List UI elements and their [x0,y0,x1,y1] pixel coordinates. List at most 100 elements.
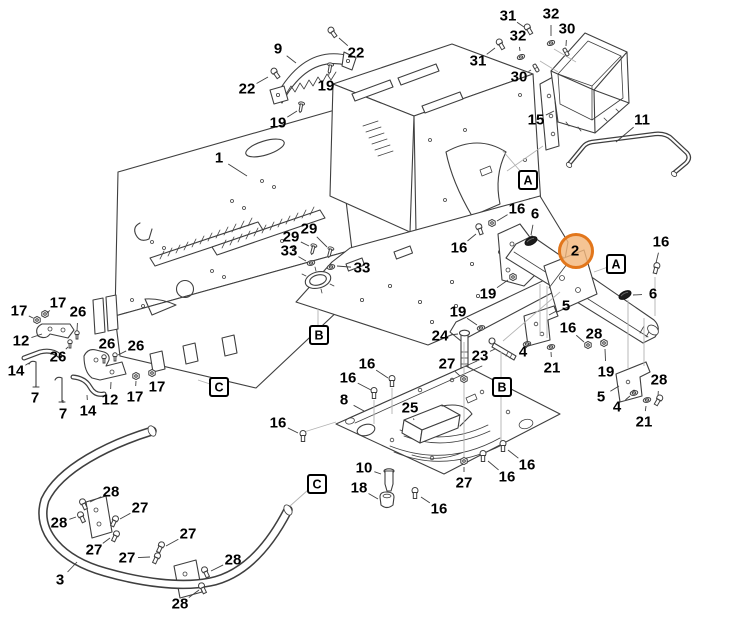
part-label-5[interactable]: 5 [562,298,570,315]
part-label-16[interactable]: 16 [509,201,526,218]
part-label-19[interactable]: 19 [270,115,287,132]
part-label-12[interactable]: 12 [102,392,119,409]
part-label-27[interactable]: 27 [456,475,473,492]
part-label-17[interactable]: 17 [149,379,166,396]
part-label-19[interactable]: 19 [318,78,335,95]
part-label-27[interactable]: 27 [86,542,103,559]
part-label-21[interactable]: 21 [544,360,561,377]
part-label-22[interactable]: 22 [348,45,365,62]
part-label-32[interactable]: 32 [510,28,527,45]
part-label-12[interactable]: 12 [13,333,30,350]
part-label-29[interactable]: 29 [301,221,318,238]
part-label-11[interactable]: 11 [634,112,650,129]
part-label-28[interactable]: 28 [51,515,68,532]
part-label-16[interactable]: 16 [359,356,376,373]
part-label-22[interactable]: 22 [239,81,256,98]
bolt-icon [299,430,307,442]
svg-text:C: C [312,478,321,492]
part-label-16[interactable]: 16 [270,415,287,432]
view-marker-A: A [518,170,538,190]
washer-icon [629,390,639,396]
leader-line [25,362,30,366]
part-label-4[interactable]: 4 [613,399,622,416]
part-label-4[interactable]: 4 [519,344,528,361]
nut-icon [600,338,608,348]
screw-icon [327,246,335,259]
part-label-16[interactable]: 16 [451,240,468,257]
part-label-14[interactable]: 14 [80,403,97,420]
leader-line [466,317,478,326]
part-label-26[interactable]: 26 [128,338,145,355]
bolt-icon [327,26,338,39]
part-label-31[interactable]: 31 [470,53,487,70]
part-label-33[interactable]: 33 [354,260,371,277]
grommet-icon [618,290,632,300]
part-label-19[interactable]: 19 [480,286,497,303]
part-label-33[interactable]: 33 [281,243,298,260]
leader-line [604,348,606,362]
part-label-21[interactable]: 21 [636,414,653,431]
part-label-6[interactable]: 6 [649,286,657,303]
rivet-icon [112,352,118,362]
part-label-16[interactable]: 16 [560,320,577,337]
grommet-icon [524,236,538,246]
part-label-28[interactable]: 28 [586,326,603,343]
part-label-16[interactable]: 16 [519,457,536,474]
part-label-16[interactable]: 16 [340,370,357,387]
part-label-30[interactable]: 30 [559,21,576,38]
part-label-28[interactable]: 28 [225,552,242,569]
part-label-16[interactable]: 16 [431,501,448,518]
bolt-icon [79,498,89,511]
bolt-icon [411,487,419,499]
part-label-16[interactable]: 16 [653,234,670,251]
part-label-17[interactable]: 17 [11,303,28,320]
part-label-3[interactable]: 3 [56,572,64,589]
part-label-5[interactable]: 5 [597,389,605,406]
part-label-19[interactable]: 19 [598,364,615,381]
part-label-24[interactable]: 24 [432,328,449,345]
part-label-19[interactable]: 19 [450,304,467,321]
part-label-7[interactable]: 7 [31,390,39,407]
leader-line [298,256,307,262]
part-label-18[interactable]: 18 [351,480,368,497]
part-label-27[interactable]: 27 [439,356,456,373]
bolt-icon [151,552,161,565]
part-label-32[interactable]: 32 [543,6,560,23]
part-label-28[interactable]: 28 [651,372,668,389]
part-label-1[interactable]: 1 [215,150,223,167]
part-label-28[interactable]: 28 [172,596,189,613]
part-label-17[interactable]: 17 [50,295,67,312]
washer-icon [306,260,316,266]
part-label-26[interactable]: 26 [70,304,87,321]
part-label-10[interactable]: 10 [356,460,373,477]
svg-text:A: A [523,174,532,188]
leader-line [89,496,102,503]
part-label-6[interactable]: 6 [531,206,539,223]
leader-line [625,395,631,401]
stud-icon [532,63,540,73]
left-brackets-drawing [21,323,127,403]
part-label-30[interactable]: 30 [511,69,528,86]
washer-icon [546,39,556,47]
part-label-2[interactable]: 2 [571,243,579,260]
washer-icon [546,344,556,350]
part-label-25[interactable]: 25 [402,400,419,417]
part-label-8[interactable]: 8 [340,392,348,409]
part-label-26[interactable]: 26 [50,349,67,366]
leader-line [548,310,557,316]
part-label-26[interactable]: 26 [99,336,116,353]
part-label-14[interactable]: 14 [8,363,25,380]
selected-part-highlight[interactable] [558,233,594,269]
part-label-27[interactable]: 27 [119,550,136,567]
part-label-23[interactable]: 23 [472,348,489,365]
part-label-28[interactable]: 28 [103,484,120,501]
part-label-27[interactable]: 27 [132,500,149,517]
part-label-7[interactable]: 7 [59,406,67,423]
part-label-9[interactable]: 9 [274,41,282,58]
part-label-16[interactable]: 16 [499,469,516,486]
part-label-31[interactable]: 31 [500,8,517,25]
part-label-29[interactable]: 29 [283,229,300,246]
part-label-27[interactable]: 27 [180,526,197,543]
part-label-15[interactable]: 15 [528,112,545,129]
part-label-17[interactable]: 17 [127,389,144,406]
